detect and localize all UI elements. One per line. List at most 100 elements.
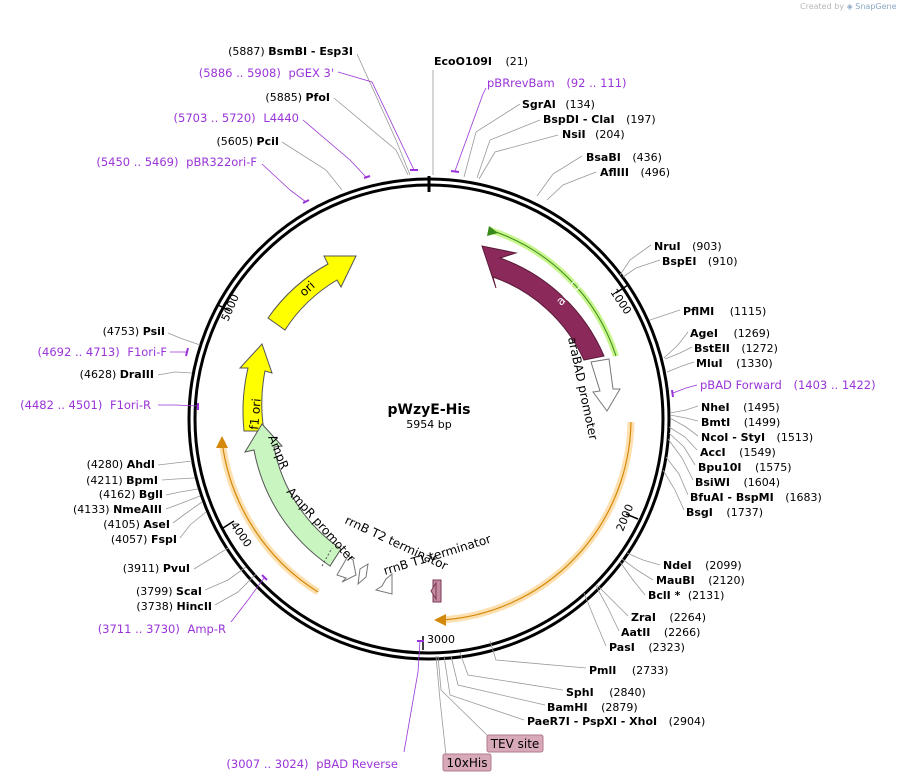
site-bfuai[interactable]: BfuAI - BspMI (1683) bbox=[665, 456, 822, 504]
svg-text:PmlI (2733): PmlI (2733) bbox=[589, 664, 668, 677]
svg-text:(3738) HincII: (3738) HincII bbox=[136, 600, 212, 613]
svg-text:ZraI (2264): ZraI (2264) bbox=[631, 611, 706, 624]
svg-text:2000: 2000 bbox=[614, 502, 637, 533]
svg-text:(4211) BpmI: (4211) BpmI bbox=[86, 474, 158, 487]
arabad-promoter-feature bbox=[590, 358, 621, 412]
svg-text:BspEI (910): BspEI (910) bbox=[662, 255, 738, 268]
svg-text:AflIII (496): AflIII (496) bbox=[600, 166, 670, 179]
ori-feature bbox=[267, 255, 357, 331]
primer-pgex3[interactable]: (5886 .. 5908) pGEX 3' bbox=[199, 66, 418, 171]
tag-10xhis[interactable]: 10xHis bbox=[435, 655, 492, 772]
site-pcii[interactable]: (5605) PciI bbox=[216, 135, 343, 191]
svg-text:PflMI (1115): PflMI (1115) bbox=[683, 305, 766, 318]
svg-text:NdeI (2099): NdeI (2099) bbox=[663, 559, 742, 572]
site-bsmbi[interactable]: (5887) BsmBI - Esp3I bbox=[228, 45, 411, 176]
site-nmeaiii[interactable]: (4133) NmeAIII bbox=[73, 495, 201, 516]
tick-3000: 3000 bbox=[422, 633, 455, 650]
svg-text:(3711 .. 3730) Amp-R: (3711 .. 3730) Amp-R bbox=[98, 622, 226, 636]
svg-text:MluI (1330): MluI (1330) bbox=[696, 357, 773, 370]
site-bmti[interactable]: BmtI (1499) bbox=[669, 414, 780, 429]
site-ahdi[interactable]: (4280) AhdI bbox=[87, 458, 193, 471]
svg-text:BsiWI (1604): BsiWI (1604) bbox=[695, 476, 780, 489]
svg-text:(5605) PciI: (5605) PciI bbox=[216, 135, 279, 148]
site-pflmi[interactable]: PflMI (1115) bbox=[649, 305, 766, 321]
site-pvui[interactable]: (3911) PvuI bbox=[123, 547, 229, 575]
site-afliii[interactable]: AflIII (496) bbox=[546, 166, 670, 201]
svg-text:(3007 .. 3024) pBAD Reverse: (3007 .. 3024) pBAD Reverse bbox=[226, 757, 398, 771]
svg-text:(5450 .. 5469) pBR322ori-F: (5450 .. 5469) pBR322ori-F bbox=[96, 155, 257, 169]
svg-text:NheI (1495): NheI (1495) bbox=[701, 401, 780, 414]
site-maubi[interactable]: MauBI (2120) bbox=[621, 558, 745, 587]
svg-text:NruI (903): NruI (903) bbox=[654, 240, 722, 253]
site-ndei[interactable]: NdeI (2099) bbox=[626, 552, 742, 572]
site-mlui[interactable]: MluI (1330) bbox=[666, 357, 773, 373]
site-bsabi[interactable]: BsaBI (436) bbox=[536, 151, 662, 197]
site-pmli[interactable]: PmlI (2733) bbox=[489, 640, 668, 677]
primer-l4440[interactable]: (5703 .. 5720) L4440 bbox=[174, 111, 371, 179]
site-bspei[interactable]: BspEI (910) bbox=[622, 255, 738, 278]
site-hincii[interactable]: (3738) HincII bbox=[136, 573, 257, 613]
svg-text:pBAD Forward (1403 .. 1422): pBAD Forward (1403 .. 1422) bbox=[700, 378, 876, 392]
svg-text:BsgI (1737): BsgI (1737) bbox=[686, 506, 763, 519]
site-scai[interactable]: (3799) ScaI bbox=[136, 566, 247, 598]
snapgene-logo: ◈ SnapGene bbox=[846, 2, 897, 11]
primer-pbad-forward[interactable]: pBAD Forward (1403 .. 1422) bbox=[671, 378, 876, 398]
site-bsgi[interactable]: BsgI (1737) bbox=[662, 469, 763, 519]
primer-pbrrevbam[interactable]: pBRrevBam (92 .. 111) bbox=[450, 76, 627, 173]
svg-text:(5703 .. 5720) L4440: (5703 .. 5720) L4440 bbox=[174, 111, 299, 125]
site-bcli[interactable]: BclI * (2131) bbox=[619, 561, 724, 602]
site-bpmi[interactable]: (4211) BpmI bbox=[86, 474, 196, 487]
ampr-promoter-feature bbox=[336, 555, 357, 583]
site-xhoi[interactable]: PaeR7I - PspXI - XhoI (2904) bbox=[443, 655, 705, 728]
credit-brand: SnapGene bbox=[855, 2, 897, 11]
site-bamhi[interactable]: BamHI (2879) bbox=[450, 655, 638, 714]
primer-f1ori-f[interactable]: (4692 .. 4713) F1ori-F bbox=[38, 345, 189, 359]
svg-text:TEV site: TEV site bbox=[490, 737, 540, 751]
site-nsii[interactable]: NsiI (204) bbox=[478, 128, 625, 180]
primer-pbad-reverse[interactable]: (3007 .. 3024) pBAD Reverse bbox=[226, 640, 424, 771]
svg-text:NsiI (204): NsiI (204) bbox=[562, 128, 625, 141]
site-ncoi[interactable]: NcoI - StyI (1513) bbox=[669, 417, 813, 444]
site-zrai[interactable]: ZraI (2264) bbox=[596, 584, 706, 624]
arac-highlight-arrow bbox=[487, 226, 498, 236]
site-agei[interactable]: AgeI (1269) bbox=[663, 327, 770, 359]
site-draiii[interactable]: (4628) DraIII bbox=[80, 368, 193, 381]
site-bgli[interactable]: (4162) BglI bbox=[99, 488, 199, 501]
site-aatii[interactable]: AatII (2266) bbox=[595, 585, 700, 639]
site-ecoo109i[interactable]: EcoO109I (21) bbox=[432, 55, 528, 175]
snapgene-credit: Created by ◈ SnapGene bbox=[800, 2, 897, 11]
site-bspdi[interactable]: BspDI - ClaI (197) bbox=[476, 113, 656, 179]
primer-f1ori-r[interactable]: (4482 .. 4501) F1ori-R bbox=[20, 398, 199, 412]
svg-text:(4057) FspI: (4057) FspI bbox=[111, 533, 177, 546]
site-pfoi[interactable]: (5885) PfoI bbox=[265, 91, 409, 176]
site-nhei[interactable]: NheI (1495) bbox=[669, 401, 780, 414]
primer-amp-r[interactable]: (3711 .. 3730) Amp-R bbox=[98, 574, 268, 636]
cds-highlight-line bbox=[440, 421, 632, 621]
site-sgrai[interactable]: SgrAI (134) bbox=[463, 98, 595, 178]
f1-ori-label: f1 ori bbox=[247, 398, 264, 430]
svg-text:Bpu10I (1575): Bpu10I (1575) bbox=[698, 461, 792, 474]
svg-text:NcoI - StyI (1513): NcoI - StyI (1513) bbox=[701, 431, 813, 444]
primer-pbr322ori-f[interactable]: (5450 .. 5469) pBR322ori-F bbox=[96, 155, 310, 204]
site-asei[interactable]: (4105) AseI bbox=[103, 501, 203, 531]
site-bsiwi[interactable]: BsiWI (1604) bbox=[667, 438, 780, 489]
svg-text:(4105) AseI: (4105) AseI bbox=[103, 518, 170, 531]
site-psii[interactable]: (4753) PsiI bbox=[103, 325, 201, 346]
svg-text:(4133) NmeAIII: (4133) NmeAIII bbox=[73, 503, 162, 516]
svg-text:(5885) PfoI: (5885) PfoI bbox=[265, 91, 330, 104]
tag-tev-site[interactable]: TEV site bbox=[437, 655, 544, 753]
site-nrui[interactable]: NruI (903) bbox=[619, 240, 722, 276]
svg-text:pBRrevBam (92 .. 111): pBRrevBam (92 .. 111) bbox=[487, 76, 627, 90]
site-bsteii[interactable]: BstEII (1272) bbox=[664, 342, 778, 360]
site-sphi[interactable]: SphI (2840) bbox=[459, 652, 646, 699]
svg-text:(4280) AhdI: (4280) AhdI bbox=[87, 458, 155, 471]
site-bpu10i[interactable]: Bpu10I (1575) bbox=[668, 432, 792, 474]
site-acci[interactable]: AccI (1549) bbox=[668, 426, 776, 459]
site-pasi[interactable]: PasI (2323) bbox=[583, 592, 685, 654]
svg-text:BsaBI (436): BsaBI (436) bbox=[586, 151, 662, 164]
site-fspi[interactable]: (4057) FspI bbox=[111, 511, 207, 546]
arac-feature bbox=[481, 245, 605, 361]
plasmid-name: pWzyE-His bbox=[388, 402, 471, 418]
svg-text:(4692 .. 4713) F1ori-F: (4692 .. 4713) F1ori-F bbox=[38, 345, 167, 359]
